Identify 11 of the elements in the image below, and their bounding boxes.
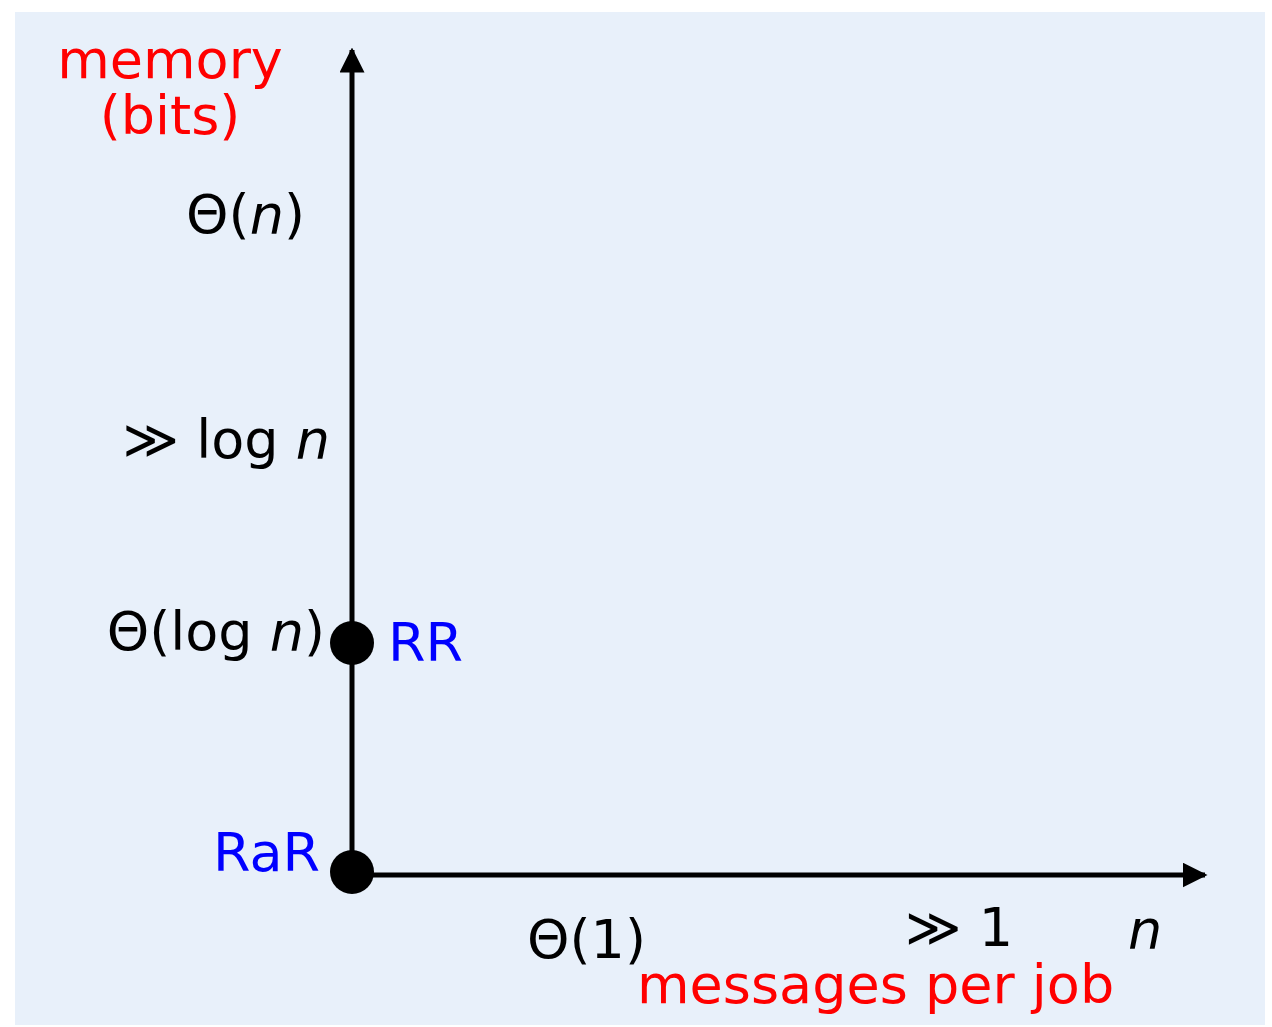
axis-title: memory (bits)	[56, 32, 284, 144]
data-point	[330, 621, 374, 665]
data-point	[330, 850, 374, 894]
tick-label: Θ(log n)	[106, 602, 325, 662]
tick-label: ≫ log n	[122, 410, 330, 470]
point-label: RR	[388, 613, 464, 673]
tick-label: n	[1128, 900, 1163, 960]
tick-label: Θ(1)	[527, 910, 646, 970]
tick-label: Θ(n)	[186, 185, 305, 245]
point-label: RaR	[213, 823, 320, 883]
tick-label: ≫ 1	[905, 898, 1014, 958]
